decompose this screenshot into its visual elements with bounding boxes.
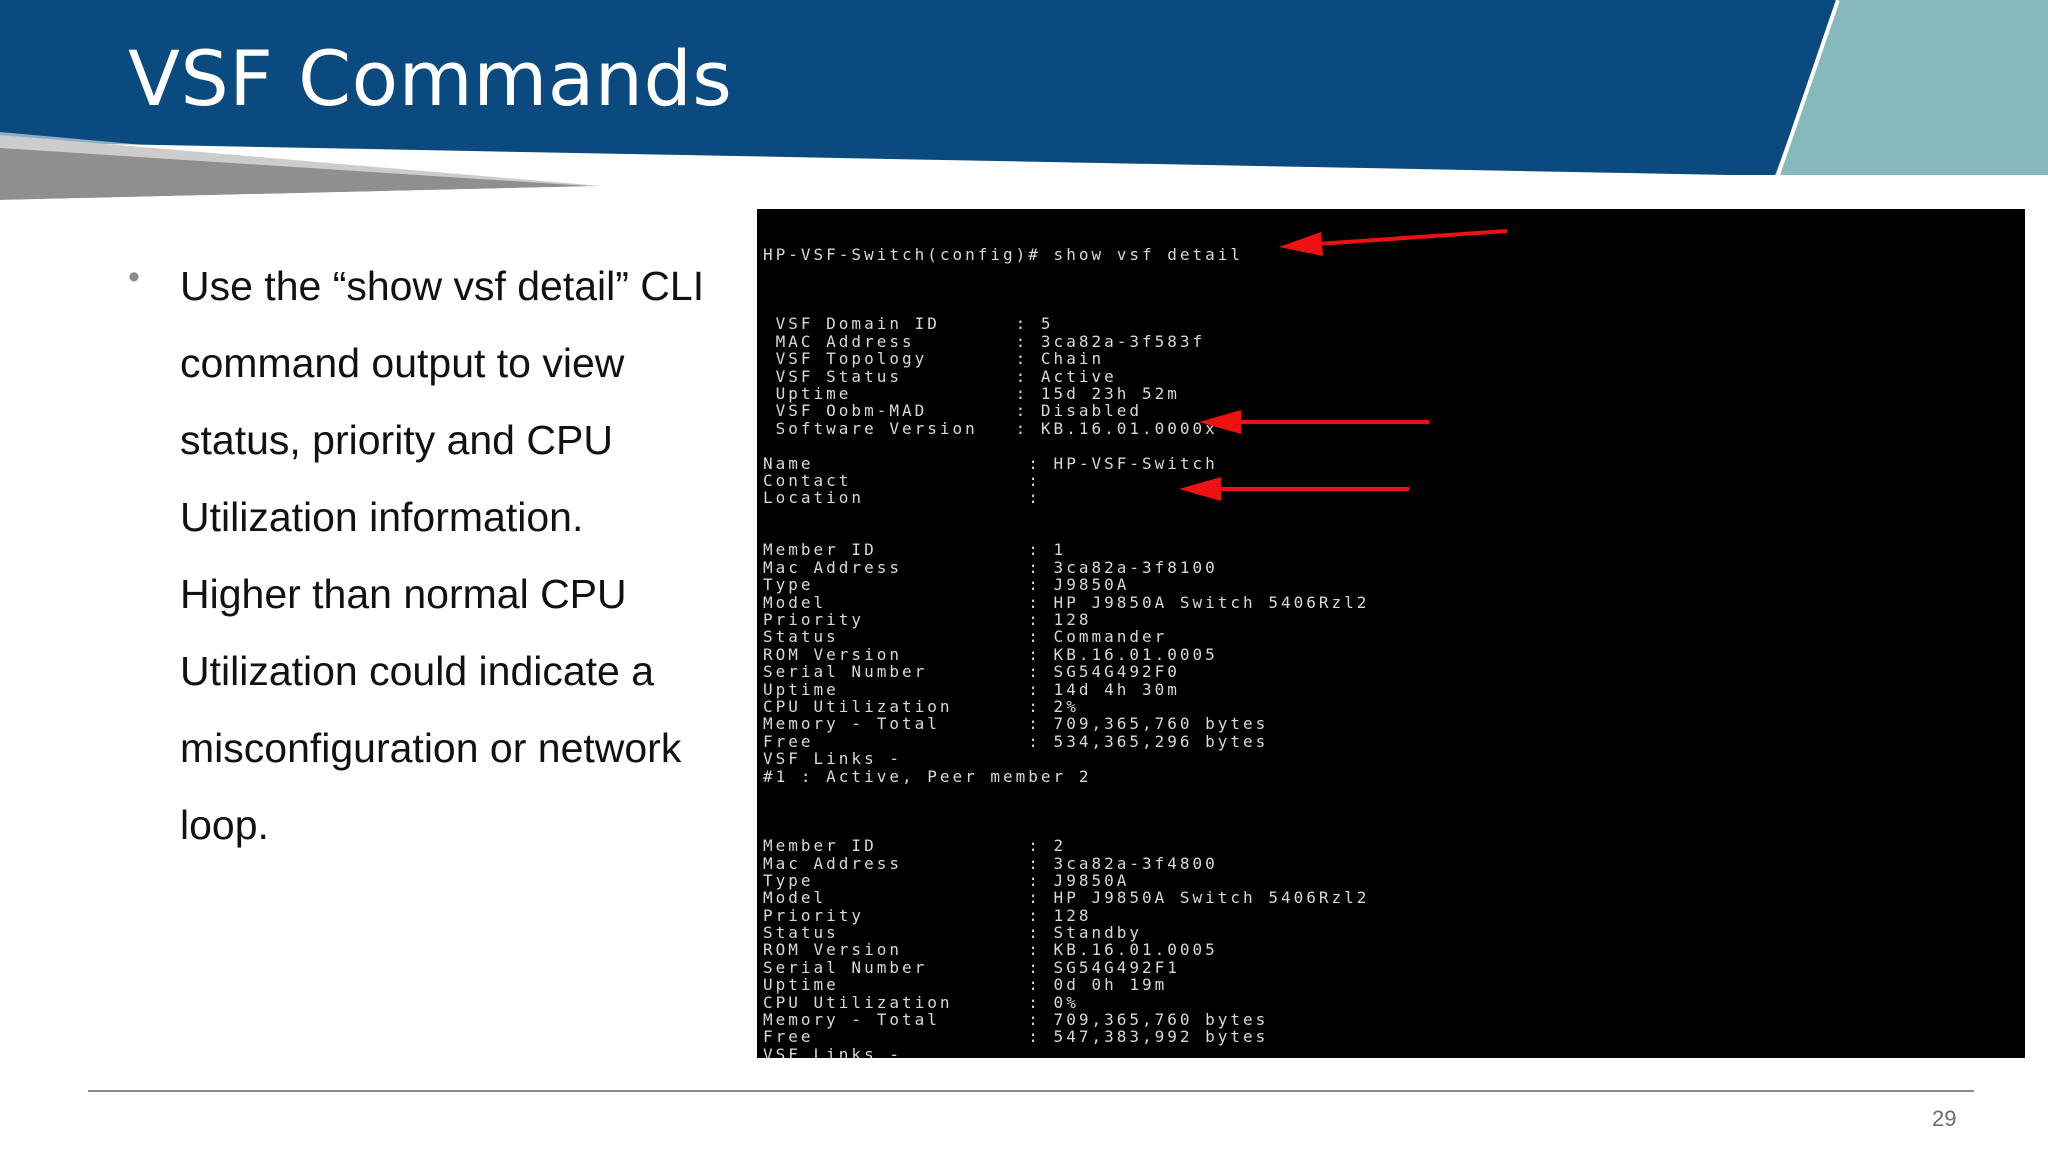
bullet-line: loop.	[180, 802, 269, 848]
terminal-line	[763, 298, 1369, 315]
terminal-line: VSF Links -	[763, 749, 902, 769]
terminal-line: Mac Address : 3ca82a-3f8100	[763, 557, 1218, 577]
bullet-line: command output to view	[180, 340, 625, 386]
bullet-line: status, priority and CPU	[180, 417, 613, 463]
terminal-line: Member ID : 1	[763, 540, 1067, 560]
header-banner-graphic	[0, 0, 2048, 200]
terminal-line: Uptime : 0d 0h 19m	[763, 975, 1168, 995]
page-number: 29	[1932, 1106, 1957, 1131]
cpu-arrow-icon	[1179, 477, 1409, 501]
terminal-line: ROM Version : KB.16.01.0005	[763, 940, 1218, 960]
terminal-line: Type : J9850A	[763, 575, 1130, 595]
terminal-line: Member ID : 2	[763, 836, 1067, 856]
terminal-line: Uptime : 14d 4h 30m	[763, 679, 1180, 699]
bullet-line: Use the “show vsf detail” CLI	[180, 263, 705, 309]
terminal-line: MAC Address : 3ca82a-3f583f	[763, 331, 1206, 351]
terminal-line: VSF Status : Active	[763, 366, 1117, 386]
terminal-line: VSF Domain ID : 5	[763, 314, 1054, 334]
terminal-output: HP-VSF-Switch(config)# show vsf detail V…	[763, 211, 1369, 1058]
terminal-line: Memory - Total : 709,365,760 bytes	[763, 714, 1269, 734]
slide-header: VSF Commands	[0, 0, 2048, 200]
slide-title: VSF Commands	[128, 34, 733, 123]
terminal-line: Type : J9850A	[763, 870, 1130, 890]
bullet-line: Utilization could indicate a	[180, 648, 655, 694]
bullet-line: misconfiguration or network	[180, 725, 682, 771]
bullet-text: Use the “show vsf detail” CLI command ou…	[180, 248, 740, 864]
terminal-line: #1 : Active, Peer member 2	[763, 766, 1092, 786]
terminal-line	[763, 524, 1369, 541]
terminal-line: VSF Topology : Chain	[763, 349, 1105, 369]
terminal-line: CPU Utilization : 2%	[763, 697, 1079, 716]
footer-divider	[88, 1090, 1974, 1092]
terminal-line: Mac Address : 3ca82a-3f4800	[763, 853, 1218, 873]
status-arrow-icon	[1279, 229, 1508, 256]
terminal-line: Status : Commander	[763, 627, 1168, 647]
terminal-line: Model : HP J9850A Switch 5406Rzl2	[763, 592, 1370, 612]
terminal-line: Software Version : KB.16.01.0000x	[763, 418, 1218, 438]
terminal-line: Serial Number : SG54G492F0	[763, 662, 1180, 682]
bullet-list: • Use the “show vsf detail” CLI command …	[120, 248, 740, 864]
bullet-dot-icon: •	[128, 258, 140, 296]
terminal-line: Uptime : 15d 23h 52m	[763, 383, 1180, 403]
terminal-line: Free : 547,383,992 bytes	[763, 1027, 1269, 1047]
bullet-line: Utilization information.	[180, 494, 584, 540]
terminal-line	[763, 507, 1369, 524]
terminal-line: VSF Links -	[763, 1044, 902, 1058]
terminal-command-line: HP-VSF-Switch(config)# show vsf detail	[763, 244, 1244, 264]
terminal-line: VSF Oobm-MAD : Disabled	[763, 401, 1142, 421]
terminal-screenshot: HP-VSF-Switch(config)# show vsf detail V…	[757, 209, 2025, 1058]
terminal-line: CPU Utilization : 0%	[763, 992, 1079, 1012]
terminal-line: Memory - Total : 709,365,760 bytes	[763, 1010, 1269, 1030]
terminal-line: Priority : 128	[763, 610, 1092, 630]
terminal-line: Priority : 128	[763, 905, 1092, 925]
terminal-line: Free : 534,365,296 bytes	[763, 731, 1269, 751]
terminal-line	[763, 802, 1369, 819]
terminal-line: ROM Version : KB.16.01.0005	[763, 644, 1218, 664]
terminal-line: Status : Standby	[763, 923, 1142, 943]
bullet-line: Higher than normal CPU	[180, 571, 627, 617]
terminal-line: Location :	[763, 488, 1041, 508]
terminal-line: Serial Number : SG54G492F1	[763, 957, 1180, 977]
terminal-line	[763, 785, 1369, 802]
priority-arrow-icon	[1199, 410, 1429, 434]
terminal-line: Model : HP J9850A Switch 5406Rzl2	[763, 888, 1370, 908]
terminal-line: Name : HP-VSF-Switch	[763, 453, 1218, 473]
terminal-line	[763, 820, 1369, 837]
terminal-line: Contact :	[763, 470, 1041, 490]
